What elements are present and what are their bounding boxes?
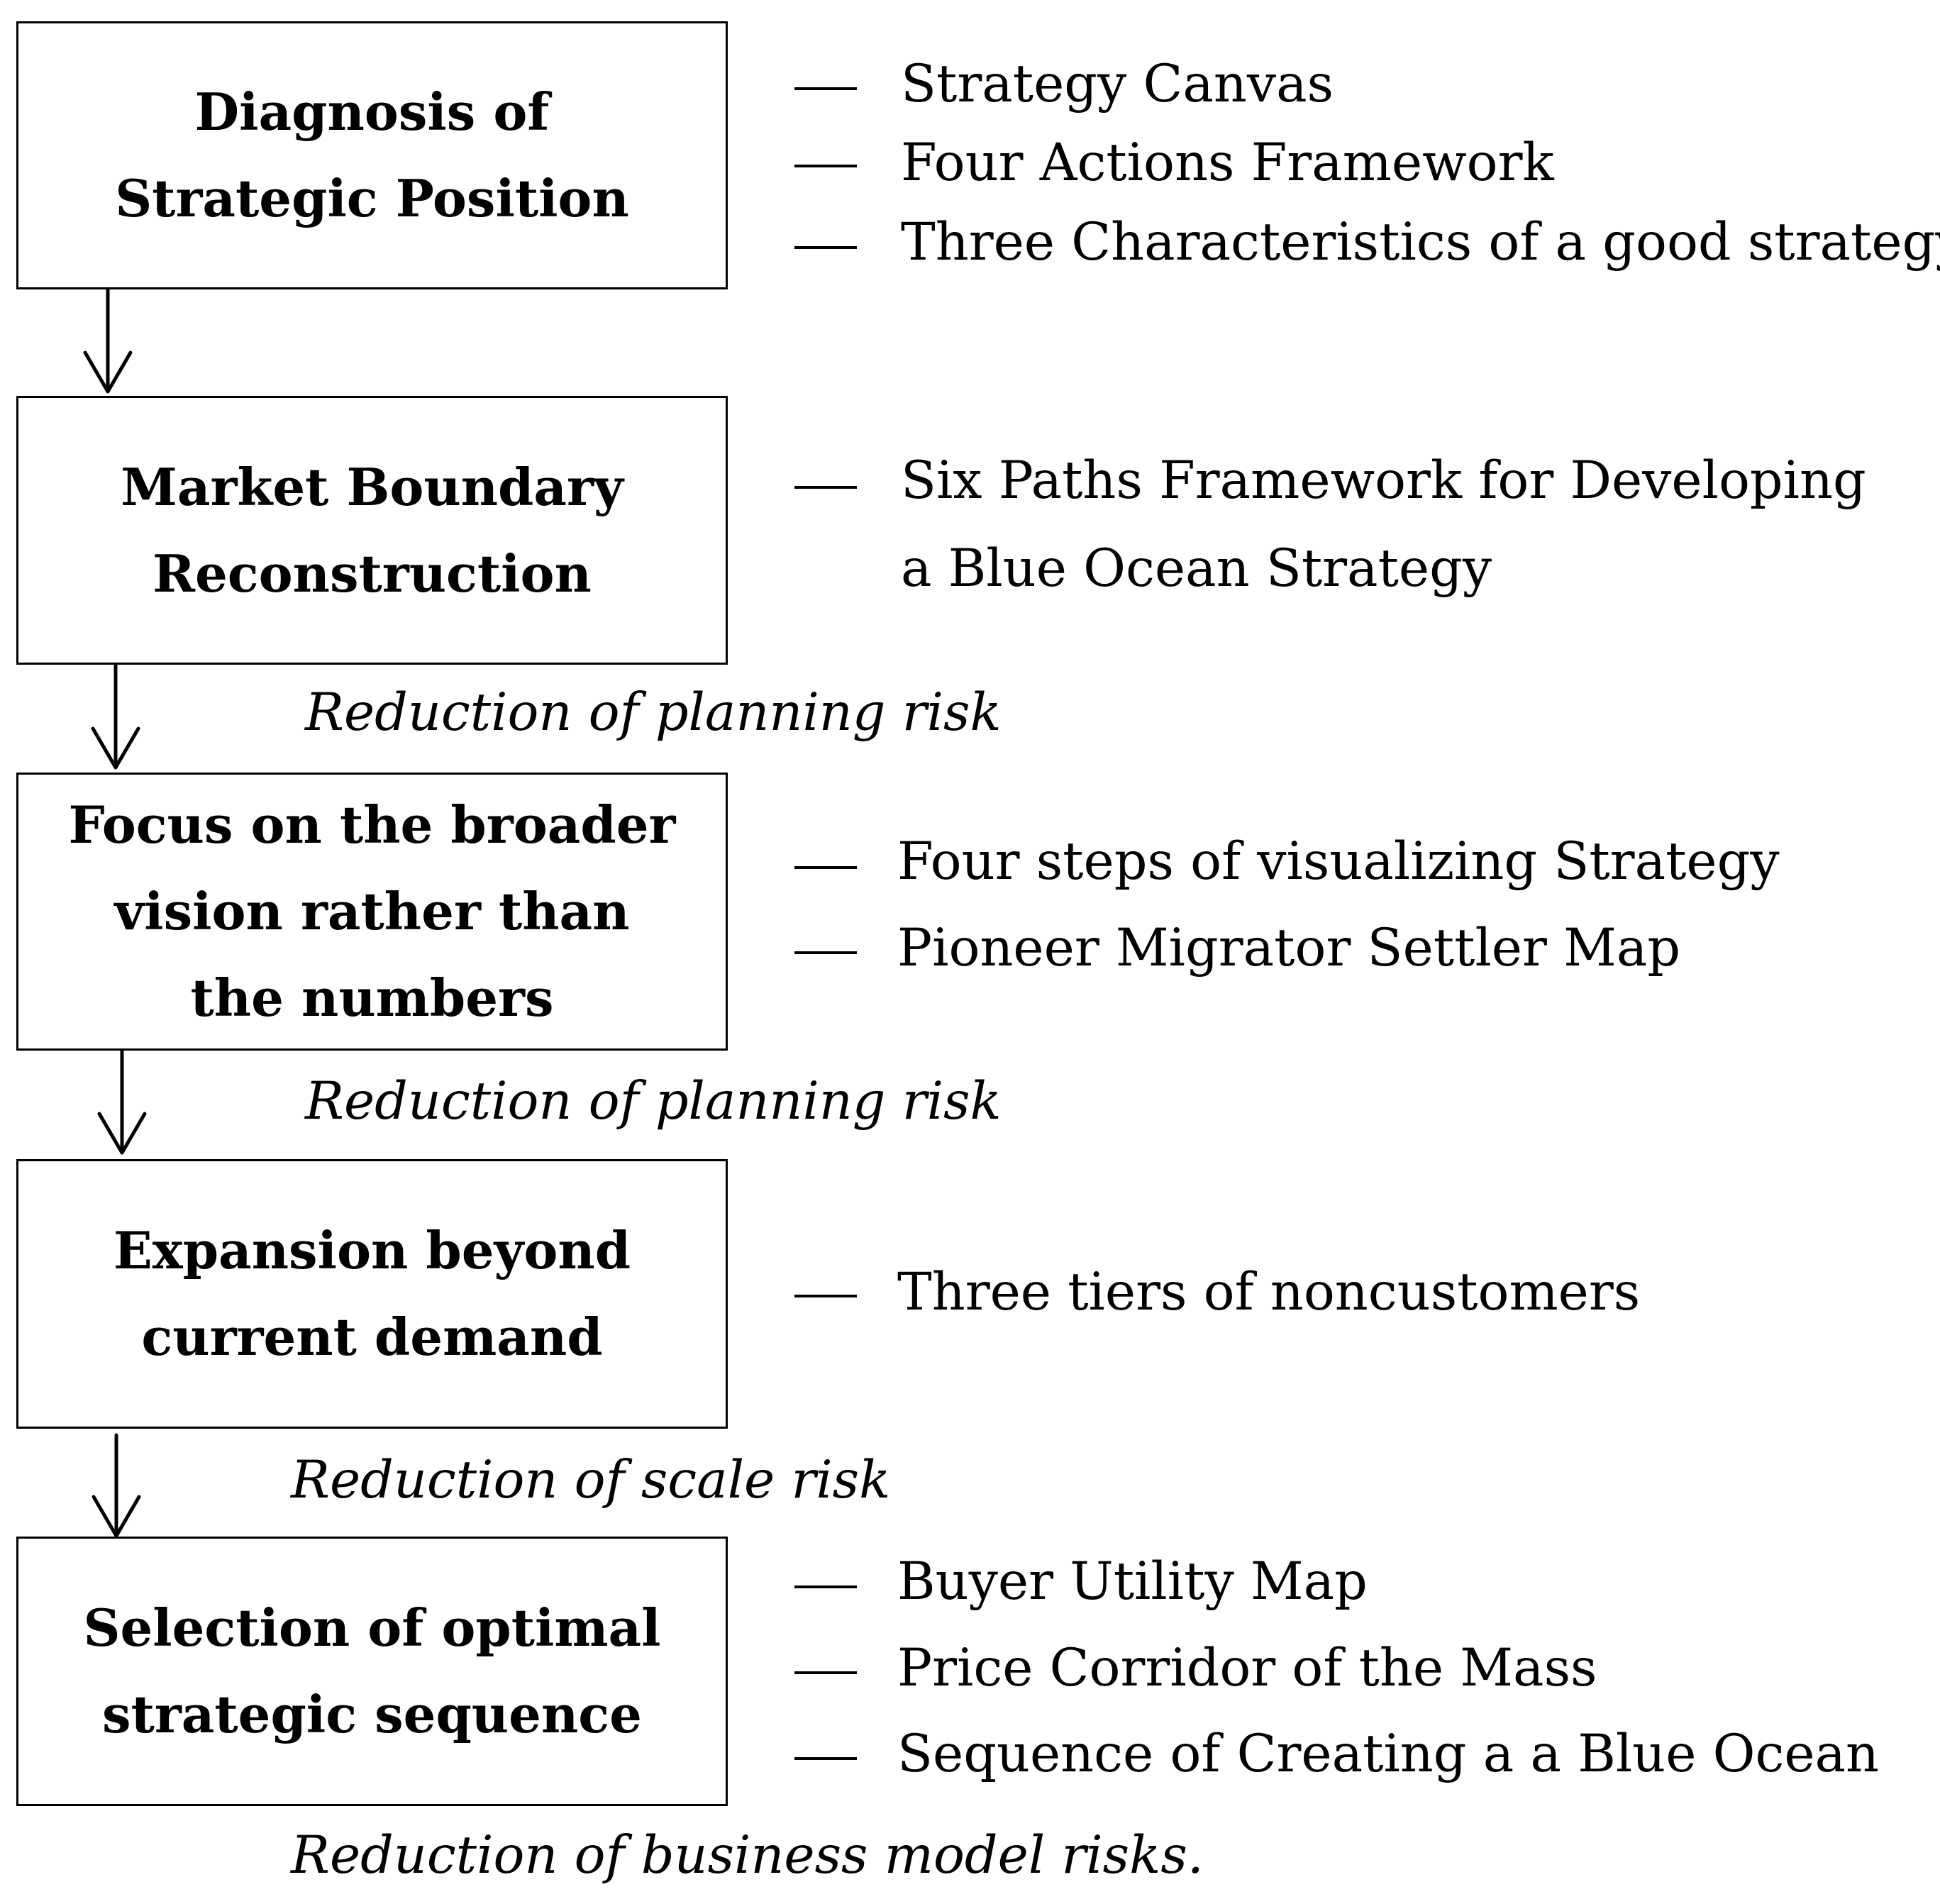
risk-label-3: Reduction of scale risk — [291, 1450, 891, 1510]
tool-dash — [794, 866, 857, 869]
tool-strategy-canvas: Strategy Canvas — [901, 54, 1334, 114]
tool-dash — [794, 246, 857, 249]
tool-pioneer-migrator-settler: Pioneer Migrator Settler Map — [897, 918, 1681, 978]
step-box-market-boundary: Market Boundary Reconstruction — [16, 396, 728, 665]
tool-dash — [794, 1671, 857, 1674]
step-box-broader-vision: Focus on the broader vision rather than … — [16, 773, 728, 1051]
tool-dash — [794, 165, 857, 167]
step-title-expansion: Expansion beyond current demand — [113, 1220, 631, 1367]
tool-buyer-utility-map: Buyer Utility Map — [897, 1551, 1368, 1612]
step-box-expansion: Expansion beyond current demand — [16, 1159, 728, 1429]
tool-dash — [794, 1757, 857, 1760]
risk-label-4: Reduction of business model risks. — [291, 1825, 1204, 1886]
arrow-step2-to-step3 — [91, 663, 140, 770]
tool-four-actions-framework: Four Actions Framework — [901, 133, 1554, 193]
step-box-strategic-sequence: Selection of optimal strategic sequence — [16, 1537, 728, 1806]
arrow-step1-to-step2 — [83, 287, 133, 394]
step-box-diagnosis: Diagnosis of Strategic Position — [16, 21, 728, 289]
step-title-market-boundary: Market Boundary Reconstruction — [121, 456, 623, 604]
tool-dash — [794, 1585, 857, 1588]
step-title-strategic-sequence: Selection of optimal strategic sequence — [83, 1598, 661, 1744]
tool-three-tiers-noncustomers: Three tiers of noncustomers — [897, 1262, 1641, 1322]
tool-dash — [794, 951, 857, 954]
risk-label-1: Reduction of planning risk — [305, 682, 1002, 743]
tool-dash — [794, 87, 857, 90]
step-title-broader-vision: Focus on the broader vision rather than … — [68, 795, 676, 1028]
risk-label-2: Reduction of planning risk — [305, 1071, 1002, 1131]
tool-three-characteristics: Three Characteristics of a good strategy — [901, 212, 1940, 272]
tool-sequence-blue-ocean: Sequence of Creating a a Blue Ocean — [897, 1724, 1880, 1784]
tool-price-corridor: Price Corridor of the Mass — [897, 1638, 1597, 1698]
arrow-step3-to-step4 — [97, 1048, 147, 1155]
arrow-step4-to-step5 — [92, 1433, 141, 1538]
tool-dash — [794, 1295, 857, 1297]
tool-four-steps-visualizing: Four steps of visualizing Strategy — [897, 831, 1780, 892]
tool-six-paths-line1: Six Paths Framework for Developing — [901, 450, 1866, 511]
tool-six-paths-line2: a Blue Ocean Strategy — [901, 538, 1492, 599]
step-title-diagnosis: Diagnosis of Strategic Position — [115, 82, 629, 228]
tool-dash — [794, 486, 857, 489]
